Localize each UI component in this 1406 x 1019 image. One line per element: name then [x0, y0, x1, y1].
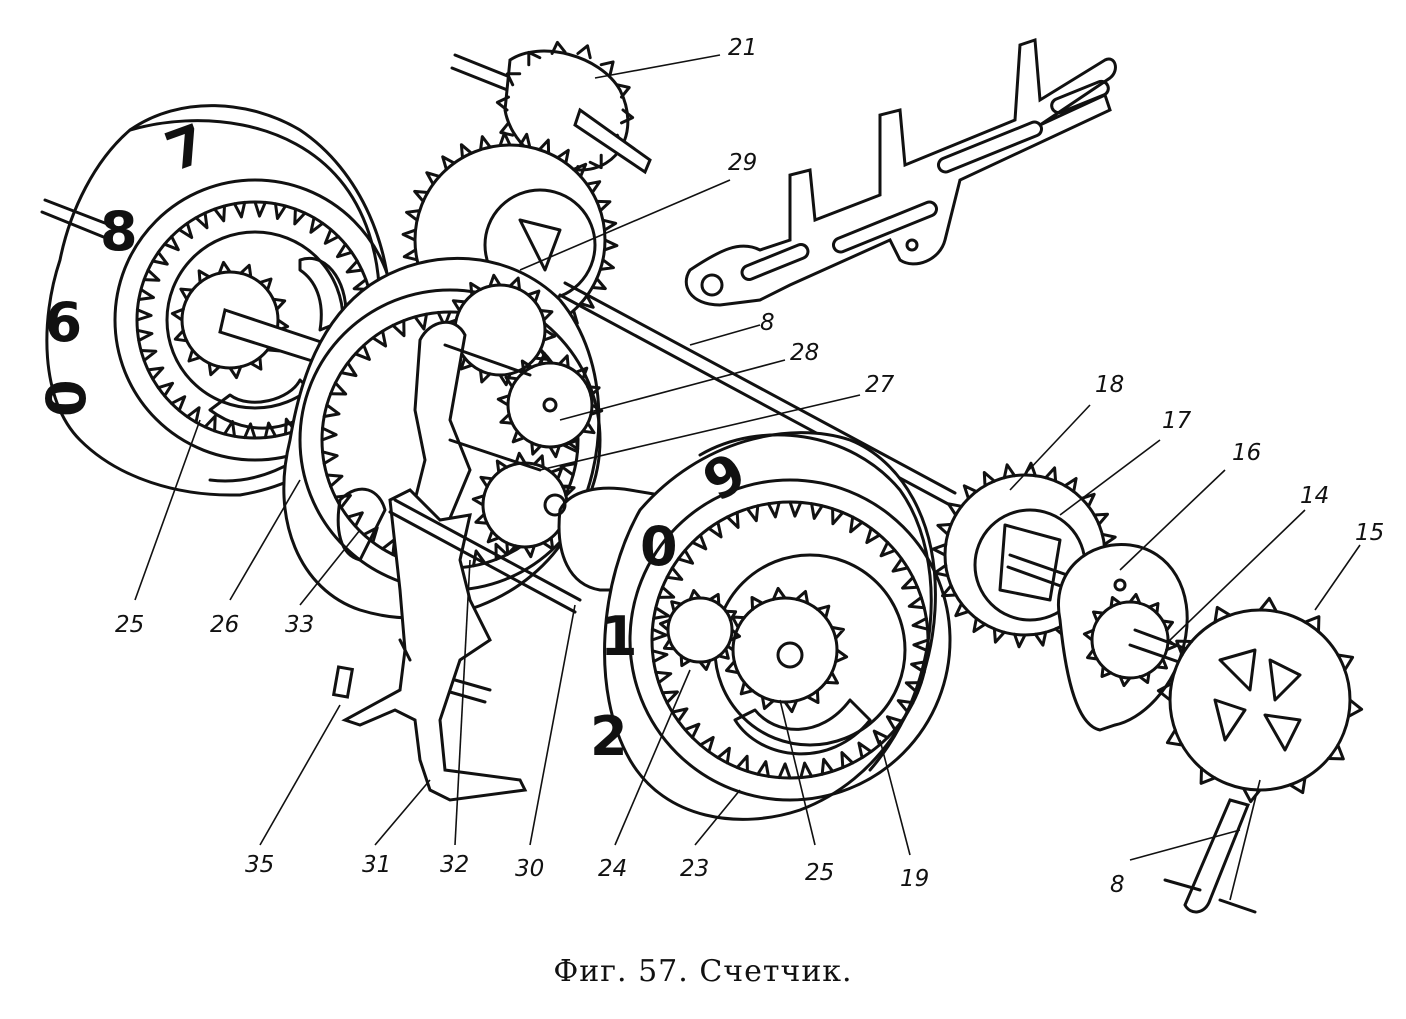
label-15: 15 [1355, 520, 1384, 546]
center-wheel-digit-1: 1 [600, 605, 638, 668]
center-wheel-digit-0: 0 [640, 515, 678, 578]
figure-caption: Фиг. 57. Счетчик. [553, 954, 853, 989]
label-33: 33 [285, 612, 314, 638]
label-8-top: 8 [760, 310, 775, 336]
label-28: 28 [790, 340, 819, 366]
left-wheel-digit-8: 8 [100, 200, 138, 263]
part-labels: 21 29 8 28 27 18 17 16 14 15 25 26 33 35… [115, 35, 1384, 898]
label-31: 31 [362, 852, 391, 878]
label-14: 14 [1300, 483, 1329, 509]
gear-15 [1156, 596, 1364, 914]
center-left-gear-disk [282, 256, 604, 620]
left-number-wheel: 7 8 9 0 [35, 104, 397, 497]
left-wheel-digit-9: 9 [44, 289, 82, 352]
label-25-left: 25 [115, 612, 144, 638]
label-23: 23 [680, 856, 709, 882]
center-number-wheel: 9 0 1 2 [590, 431, 952, 821]
gear-teeth [496, 351, 604, 459]
gear-teeth [1156, 596, 1364, 804]
label-8-bottom: 8 [1110, 872, 1125, 898]
gear-teeth [650, 500, 930, 780]
top-lever-plate [684, 37, 1117, 307]
left-wheel-digit-0: 0 [35, 379, 98, 417]
label-24: 24 [598, 856, 627, 882]
label-19: 19 [900, 866, 929, 892]
label-26: 26 [210, 612, 239, 638]
center-wheel-digit-2: 2 [590, 705, 628, 768]
label-32: 32 [440, 852, 469, 878]
gear-teeth [659, 589, 741, 671]
lever-31 [331, 488, 582, 802]
label-29: 29 [728, 150, 757, 176]
label-25-bottom: 25 [805, 860, 834, 886]
label-21: 21 [728, 35, 757, 61]
disk-16 [1057, 542, 1232, 732]
label-16: 16 [1232, 440, 1261, 466]
label-18: 18 [1095, 372, 1124, 398]
label-17: 17 [1162, 408, 1192, 434]
label-30: 30 [515, 856, 544, 882]
label-35: 35 [245, 852, 274, 878]
leader-lines [134, 54, 1361, 901]
label-27: 27 [865, 372, 895, 398]
